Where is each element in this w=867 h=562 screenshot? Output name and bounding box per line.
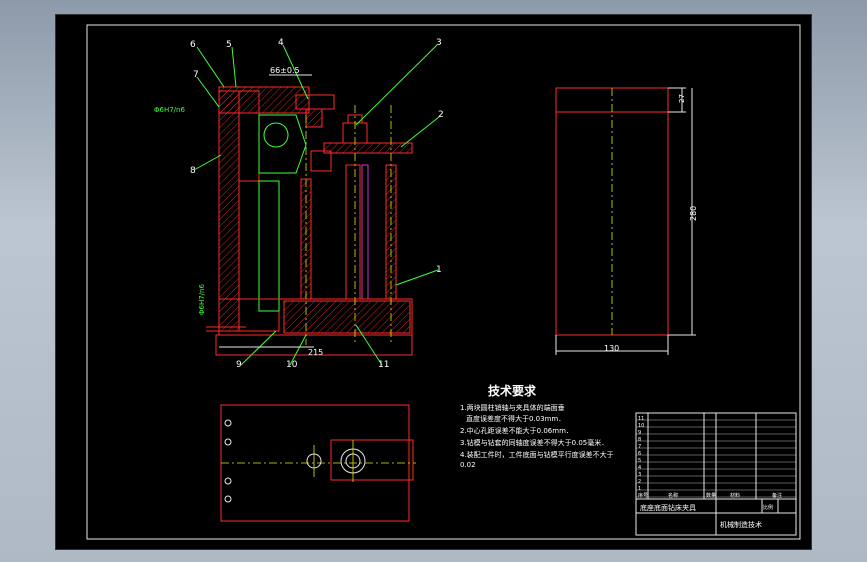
row-number: 2 (638, 479, 641, 485)
balloon-9: 9 (236, 360, 242, 370)
balloon-7: 7 (193, 70, 199, 80)
tech-line: 2.中心孔距误差不能大于0.06mm． (460, 426, 573, 435)
front-view (206, 86, 413, 356)
side-view (555, 87, 696, 355)
title-block (635, 412, 797, 536)
row-number: 6 (638, 451, 641, 457)
dim-side-small: 27 (678, 94, 686, 103)
header-remark: 备注 (772, 492, 782, 499)
dim-side-width: 130 (604, 344, 619, 353)
header-name: 名称 (668, 492, 678, 499)
title-block-header: 序号 名称 数量 材料 备注 (638, 492, 782, 499)
row-number: 4 (638, 465, 641, 471)
leader-lines (193, 44, 440, 366)
balloon-10: 10 (286, 360, 298, 370)
title-block-row-numbers: 11 10 9 8 7 6 5 4 3 2 1 (638, 416, 644, 492)
row-number: 11 (638, 416, 644, 422)
balloon-4: 4 (278, 38, 284, 48)
row-number: 7 (638, 444, 641, 450)
balloon-8: 8 (190, 166, 196, 176)
balloon-11: 11 (378, 360, 389, 370)
cad-drawing: 6 5 4 3 2 7 8 1 9 10 11 66±0.5 Φ6H7/n6 Φ… (86, 24, 801, 540)
balloon-labels: 6 5 4 3 2 7 8 1 9 10 11 (190, 38, 444, 370)
row-number: 1 (638, 486, 641, 492)
tech-line: 0.02 (460, 461, 476, 469)
dim-top-width: 66±0.5 (270, 66, 300, 75)
row-number: 5 (638, 458, 641, 464)
row-number: 9 (638, 430, 641, 436)
dim-side-height: 280 (689, 206, 698, 221)
dim-fit-left: Φ6H7/n6 (154, 106, 185, 114)
balloon-2: 2 (438, 110, 444, 120)
row-number: 10 (638, 423, 644, 429)
drawing-sheet: 6 5 4 3 2 7 8 1 9 10 11 66±0.5 Φ6H7/n6 Φ… (55, 14, 812, 550)
header-qty: 数量 (706, 492, 716, 499)
tech-line: 直度误差度不得大于0.03mm． (466, 414, 565, 423)
drawing-name: 底座底面钻床夹具 (640, 503, 696, 512)
row-number: 3 (638, 472, 641, 478)
tech-line: 1.两块圆柱销轴与夹具体的端面垂 (460, 403, 565, 412)
company-name: 机械制造技术 (720, 520, 762, 529)
header-material: 材料 (730, 492, 740, 499)
balloon-5: 5 (226, 40, 232, 50)
dim-base-width: 215 (308, 348, 323, 357)
drawing-frame (86, 24, 801, 540)
dim-fit-bottom: Φ6H7/n6 (198, 284, 206, 315)
scale-label: 比例 (763, 504, 773, 511)
tech-line: 3.钻模与钻套的同轴度误差不得大于0.05毫米． (460, 438, 608, 447)
balloon-1: 1 (436, 265, 442, 275)
top-view (220, 404, 416, 522)
row-number: 8 (638, 437, 641, 443)
tech-requirements: 1.两块圆柱销轴与夹具体的端面垂 直度误差度不得大于0.03mm． 2.中心孔距… (460, 403, 614, 469)
tech-requirements-title: 技术要求 (488, 383, 537, 398)
tech-line: 4.装配工件时，工件底面与钻模平行度误差不大于 (460, 450, 614, 459)
header-index: 序号 (638, 492, 648, 499)
balloon-6: 6 (190, 40, 196, 50)
balloon-3: 3 (436, 38, 442, 48)
